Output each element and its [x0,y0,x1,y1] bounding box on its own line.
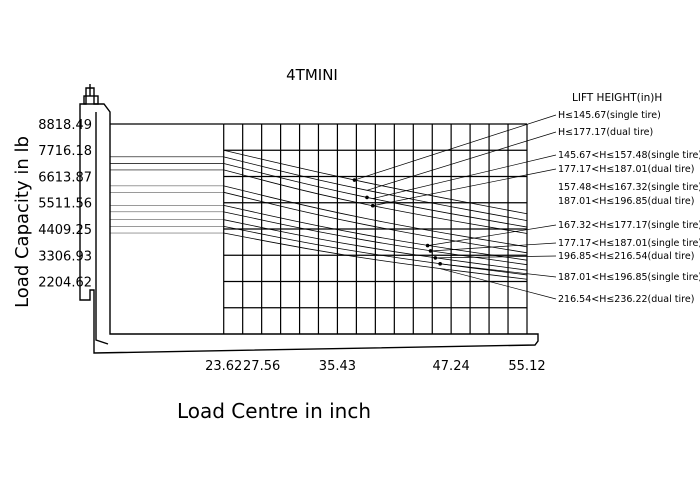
legend-title: LIFT HEIGHT(in)H [572,92,662,104]
curve-0 [223,149,528,215]
chart-grid [110,123,528,334]
leader-line-2 [372,154,557,199]
legend-entry-6: 167.32<H≤177.17(single tire) [558,220,700,231]
curve-2 [223,163,528,228]
y-tick-label-1: 7716.18 [38,144,92,159]
x-tick-label-3: 47.24 [433,359,470,374]
legend-entry-1: H≤177.17(dual tire) [558,127,653,138]
curve-5 [223,191,528,254]
curve-4 [223,185,528,248]
legend-entry-4: 157.48<H≤167.32(single tire) [558,182,700,193]
x-tick-label-2: 35.43 [319,359,356,374]
x-tick-label-1: 27.56 [243,359,280,374]
curve-marker-4 [428,249,433,253]
curve-marker-1 [365,195,369,200]
x-tick-label-4: 55.12 [508,359,545,374]
curve-1 [223,156,528,222]
curve-3 [223,169,528,234]
leader-line-8 [440,268,557,300]
y-tick-label-0: 8818.49 [38,118,92,133]
curve-6 [223,205,528,261]
leader-line-7 [440,263,557,278]
curve-marker-6 [438,262,442,266]
fork-outline [79,84,539,354]
legend-entry-3: 177.17<H≤187.01(dual tire) [558,164,694,175]
curve-8 [223,219,528,271]
legend-entry-8: 196.85<H≤216.54(dual tire) [558,251,694,262]
legend-entry-9: 187.01<H≤196.85(single tire) [558,272,700,283]
x-tick-label-0: 23.62 [205,359,242,374]
curve-marker-3 [425,243,430,248]
legend-entry-10: 216.54<H≤236.22(dual tire) [558,294,694,305]
legend-entry-7: 177.17<H≤187.01(single tire) [558,238,700,249]
leader-line-0 [354,114,557,181]
y-tick-label-3: 5511.56 [38,197,92,212]
legend-entry-0: H≤145.67(single tire) [558,110,661,121]
y-tick-label-4: 4409.25 [38,223,92,238]
leader-line-5 [430,242,557,252]
curve-marker-5 [433,256,438,260]
leader-line-6 [435,255,557,259]
y-tick-label-6: 2204.62 [38,276,92,291]
leader-line-1 [366,131,557,191]
y-axis-label: Load Capacity in lb [12,136,33,308]
leader-line-3 [372,168,557,207]
leader-line-4 [427,224,557,246]
curve-9 [223,225,528,276]
y-tick-label-5: 3306.93 [38,249,92,264]
capacity-curves [223,149,528,280]
curve-10 [223,232,528,280]
curve-marker-2 [370,203,375,208]
x-axis-label: Load Centre in inch [177,399,371,423]
lift-height-legend: LIFT HEIGHT(in)H H≤145.67(single tire) H≤… [352,92,700,305]
legend-entry-2: 145.67<H≤157.48(single tire) [558,150,700,161]
y-axis-tick-labels: 8818.49 7716.18 6613.87 5511.56 4409.25 3306.… [38,118,92,291]
legend-entry-5: 187.01<H≤196.85(dual tire) [558,196,694,207]
chart-title: 4TMINI [286,66,338,84]
curve-marker-0 [352,178,357,182]
y-tick-label-2: 6613.87 [38,170,92,185]
